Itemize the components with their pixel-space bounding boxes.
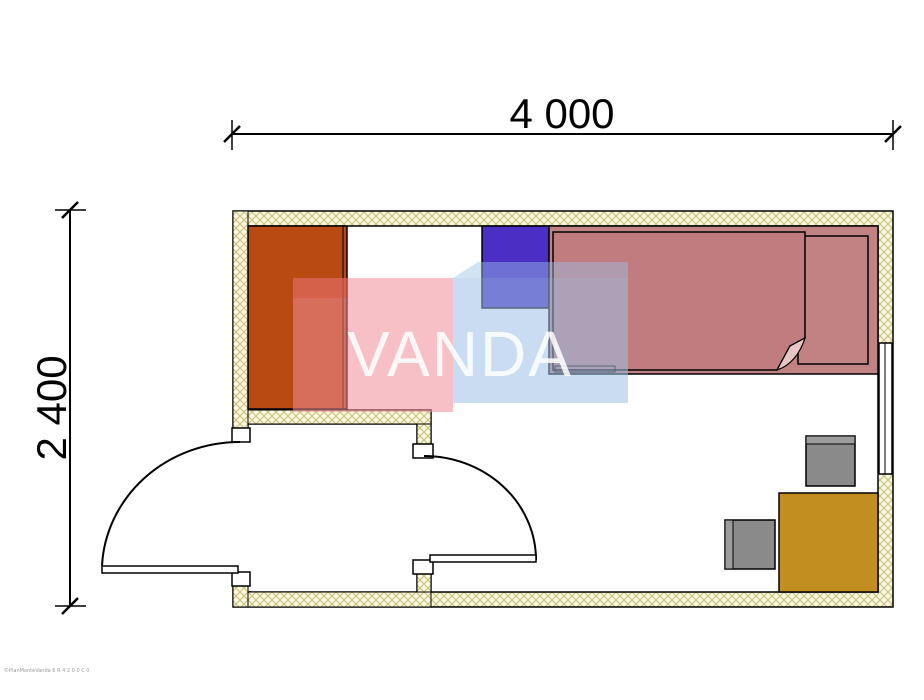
- width-dimension: 4 000: [223, 90, 902, 150]
- watermark-text: VANDA: [347, 318, 573, 390]
- walls: [232, 210, 894, 608]
- left-door: [101, 440, 241, 574]
- width-dimension-label: 4 000: [509, 90, 614, 137]
- desk: [778, 492, 879, 593]
- height-dimension-label: 2 400: [28, 355, 75, 460]
- window: [878, 342, 893, 475]
- height-dimension: 2 400: [28, 201, 86, 615]
- footer-credit: ©PlanMonteVanda 6 R 4 2 0 0 C 0: [4, 668, 90, 674]
- chair-top: [805, 435, 856, 487]
- door-jambs: [231, 427, 434, 587]
- right-door: [423, 455, 537, 563]
- chair-left: [724, 519, 776, 570]
- vanda-watermark: VANDA: [293, 262, 628, 412]
